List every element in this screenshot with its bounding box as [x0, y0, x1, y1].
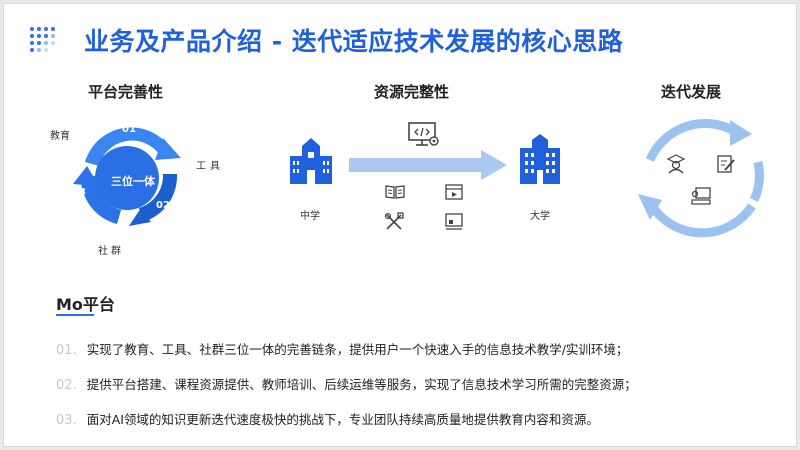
- platform-number-01: 01: [122, 124, 136, 135]
- node-education: 教育: [50, 131, 70, 142]
- slide: 业务及产品介绍 - 迭代适应技术发展的核心思路 平台完善性 资源完整性 迭代发展…: [3, 3, 797, 447]
- dots-decoration: [30, 27, 55, 52]
- platform-title: 平台完善性: [88, 83, 164, 101]
- mo-item-number: 01.: [56, 343, 77, 358]
- classroom-icon: [691, 187, 711, 205]
- middle-school-icon: [290, 138, 332, 184]
- tools-icon: [384, 212, 404, 230]
- presentation-icon: [445, 213, 463, 230]
- node-tools: 工具: [196, 161, 224, 172]
- mo-item-text: 提供平台搭建、课程资源提供、教师培训、后续运维等服务，实现了信息技术学习所需的完…: [86, 377, 637, 392]
- mo-item-2: 02. 提供平台搭建、课程资源提供、教师培训、后续运维等服务，实现了信息技术学习所…: [56, 374, 637, 393]
- teacher-icon: [666, 154, 686, 174]
- platform-number-03: 03: [72, 187, 86, 198]
- page-title: 业务及产品介绍 - 迭代适应技术发展的核心思路: [84, 27, 624, 56]
- mo-item-1: 01. 实现了教育、工具、社群三位一体的完善链条，提供用户一个快速入手的信息技术教…: [56, 339, 628, 358]
- node-community: 社群: [98, 246, 124, 257]
- computer-code-icon: [408, 122, 439, 146]
- mo-item-3: 03. 面对AI领域的知识更新迭代速度极快的挑战下，专业团队持续高质量地提供教育内…: [56, 409, 599, 428]
- book-icon: [385, 185, 405, 199]
- video-icon: [445, 184, 463, 200]
- platform-number-02: 02: [156, 200, 170, 211]
- university-icon: [520, 134, 560, 184]
- mo-title: Mo平台: [56, 295, 115, 314]
- mo-item-number: 02.: [56, 378, 77, 393]
- mo-item-number: 03.: [56, 413, 77, 428]
- to-label: 大学: [530, 211, 550, 222]
- mo-item-text: 实现了教育、工具、社群三位一体的完善链条，提供用户一个快速入手的信息技术教学/实…: [86, 342, 629, 357]
- iteration-title: 迭代发展: [661, 83, 722, 101]
- mo-item-text: 面对AI领域的知识更新迭代速度极快的挑战下，专业团队持续高质量地提供教育内容和资…: [86, 412, 599, 427]
- resources-title: 资源完整性: [374, 83, 450, 101]
- edit-document-icon: [717, 155, 735, 173]
- platform-center-label: 三位一体: [111, 175, 155, 188]
- from-label: 中学: [300, 211, 320, 222]
- platform-cycle-diagram: [73, 127, 181, 226]
- progress-arrow: [349, 150, 507, 180]
- iteration-cycle-diagram: [638, 119, 764, 238]
- mo-underline: [56, 314, 94, 316]
